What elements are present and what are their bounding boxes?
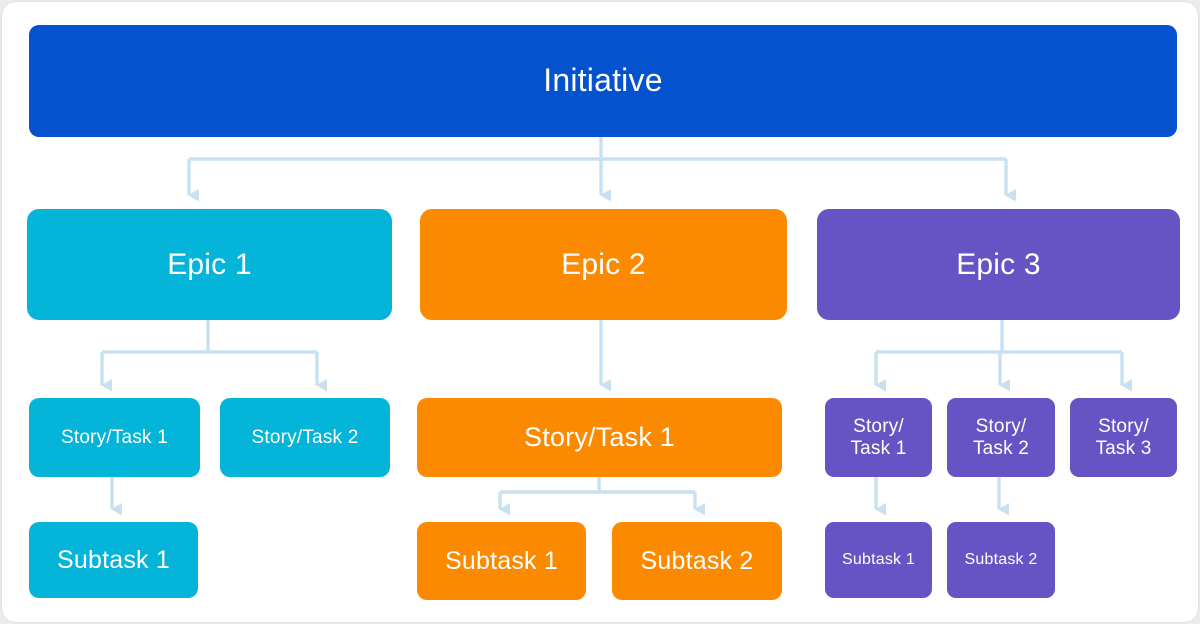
node-epic-1-story-1[interactable]: Story/Task 1 [29,398,200,477]
node-initiative[interactable]: Initiative [29,25,1177,137]
node-epic-2-story-1[interactable]: Story/Task 1 [417,398,782,477]
node-epic-3-story-2[interactable]: Story/ Task 2 [947,398,1055,477]
node-epic-3[interactable]: Epic 3 [817,209,1180,320]
node-epic-1[interactable]: Epic 1 [27,209,392,320]
node-epic-3-subtask-2[interactable]: Subtask 2 [947,522,1055,598]
node-epic-2[interactable]: Epic 2 [420,209,787,320]
node-epic-3-subtask-1[interactable]: Subtask 1 [825,522,932,598]
node-epic-2-subtask-1[interactable]: Subtask 1 [417,522,586,600]
node-epic-1-story-2[interactable]: Story/Task 2 [220,398,390,477]
node-epic-2-subtask-2[interactable]: Subtask 2 [612,522,782,600]
node-epic-3-story-3[interactable]: Story/ Task 3 [1070,398,1177,477]
node-epic-3-story-1[interactable]: Story/ Task 1 [825,398,932,477]
node-epic-1-subtask-1[interactable]: Subtask 1 [29,522,198,598]
